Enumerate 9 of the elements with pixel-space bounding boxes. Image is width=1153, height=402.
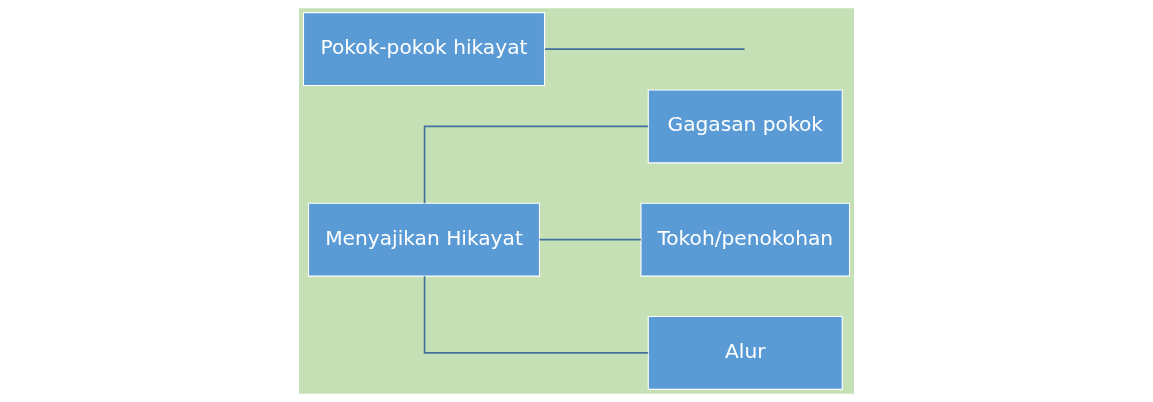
connector <box>423 275 649 354</box>
node-box: Alur <box>647 315 843 390</box>
node-box: Gagasan pokok <box>647 89 843 164</box>
node-box: Menyajikan Hikayat <box>307 202 541 277</box>
connector <box>544 48 746 50</box>
connector <box>538 238 642 241</box>
node-box: Pokok-pokok hikayat <box>302 12 546 87</box>
node-box: Tokoh/penokohan <box>640 202 851 277</box>
connector <box>423 125 649 205</box>
